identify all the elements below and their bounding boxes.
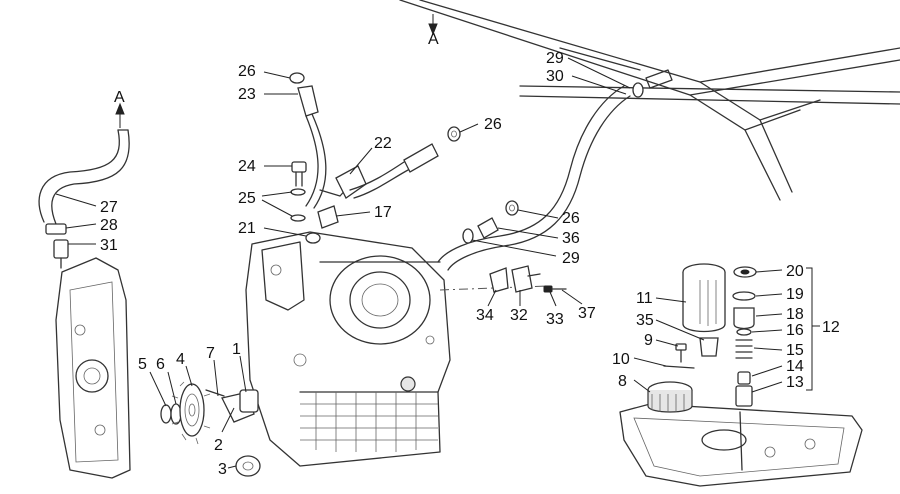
callout-26: 26	[484, 116, 502, 133]
callout-8: 8	[618, 373, 627, 390]
callout-36: 36	[562, 230, 580, 247]
callout-14: 14	[786, 358, 804, 375]
callout-3: 3	[218, 461, 227, 478]
callout-25: 25	[238, 190, 256, 207]
leader-lines	[55, 14, 820, 469]
callout-32: 32	[510, 307, 528, 324]
frame-tubes	[399, 0, 900, 201]
callout-5: 5	[138, 356, 147, 373]
callout-21: 21	[238, 220, 256, 237]
callout-26: 26	[238, 63, 256, 80]
callout-6: 6	[156, 356, 165, 373]
callout-18: 18	[786, 306, 804, 323]
callout-33: 33	[546, 311, 564, 328]
engine-crankcase	[245, 231, 549, 467]
callout-27: 27	[100, 199, 118, 216]
reference-arrows	[115, 23, 438, 115]
breather-hose-left	[38, 129, 130, 269]
callout-37: 37	[578, 305, 596, 322]
callout-11: 11	[636, 290, 653, 307]
oil-pump-group	[160, 381, 261, 477]
callout-20: 20	[786, 263, 804, 280]
callout-35: 35	[636, 312, 654, 329]
callout-labels: 26 23 22 26 24 25 17 21 29 30 26 36 29 3…	[100, 31, 840, 478]
callout-23: 23	[238, 86, 256, 103]
callout-29: 29	[546, 50, 564, 67]
callout-24: 24	[238, 158, 256, 175]
banjo-bolt-set	[290, 161, 321, 244]
callout-29: 29	[562, 250, 580, 267]
callout-10: 10	[612, 351, 630, 368]
sensor-bracket	[489, 265, 567, 293]
callout-9: 9	[644, 332, 653, 349]
callout-15: 15	[786, 342, 804, 359]
callout-22: 22	[374, 135, 392, 152]
callout-17: 17	[374, 204, 392, 221]
callout-28: 28	[100, 217, 118, 234]
reference-a-left: A	[114, 89, 125, 106]
return-hose	[437, 82, 644, 271]
oil-sump-group	[619, 263, 863, 487]
callout-19: 19	[786, 286, 804, 303]
callout-34: 34	[476, 307, 494, 324]
callout-4: 4	[176, 351, 185, 368]
callout-31: 31	[100, 237, 118, 254]
callout-16: 16	[786, 322, 804, 339]
oil-pipe-assembly	[289, 72, 461, 229]
reference-a-top: A	[428, 31, 439, 48]
callout-12: 12	[822, 319, 840, 336]
callout-1: 1	[232, 341, 241, 358]
callout-2: 2	[214, 437, 223, 454]
callout-30: 30	[546, 68, 564, 85]
callout-13: 13	[786, 374, 804, 391]
timing-cover	[55, 257, 131, 479]
callout-7: 7	[206, 345, 215, 362]
callout-26: 26	[562, 210, 580, 227]
